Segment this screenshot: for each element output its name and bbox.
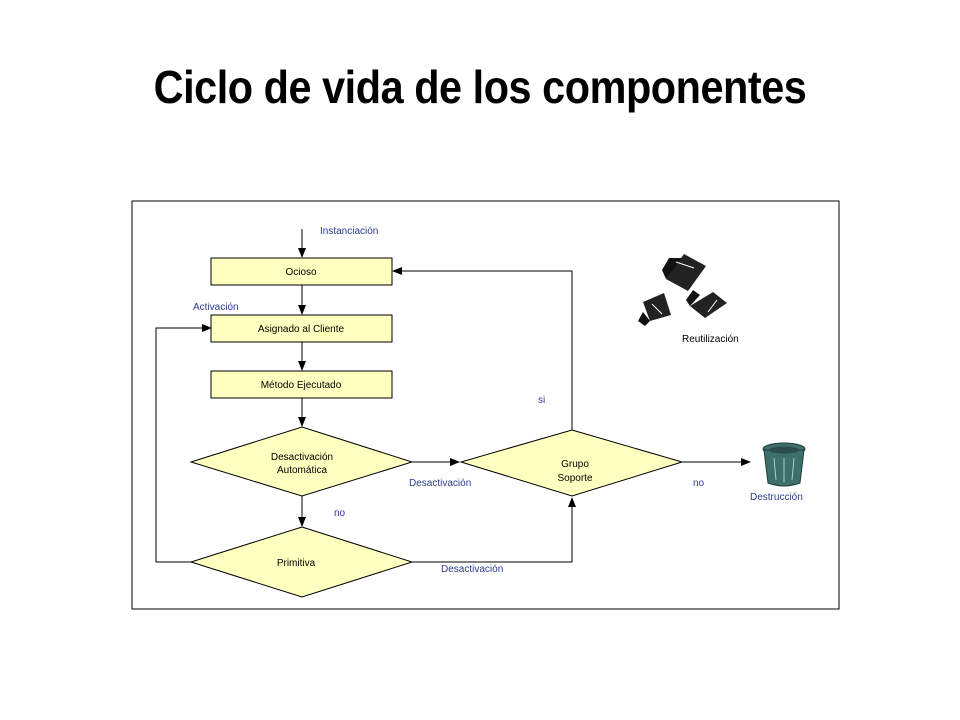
- node-ocioso: Ocioso: [210, 257, 393, 286]
- slide-title: Ciclo de vida de los componentes: [153, 61, 807, 113]
- node-grupo-label-2: Soporte: [557, 473, 592, 484]
- label-desactivacion-1: Desactivación: [409, 478, 471, 489]
- arrow-primitiva-to-asignado: [155, 324, 212, 563]
- node-primitiva: Primitiva: [189, 526, 414, 598]
- node-ocioso-label: Ocioso: [285, 267, 317, 278]
- label-destruccion: Destrucción: [750, 492, 803, 503]
- label-no-2: no: [693, 478, 705, 489]
- node-metodo-label: Método Ejecutado: [261, 380, 342, 391]
- recycle-icon: [638, 254, 727, 326]
- node-asignado: Asignado al Cliente: [210, 314, 393, 343]
- label-desactivacion-2: Desactivación: [441, 564, 503, 575]
- arrow-grupo-to-ocioso: [392, 267, 573, 430]
- node-primitiva-label: Primitiva: [277, 558, 316, 569]
- label-instanciacion: Instanciación: [320, 226, 378, 237]
- node-desactivacion-automatica: Desactivación Automática: [189, 426, 414, 497]
- label-si: si: [538, 395, 545, 406]
- trash-bin-icon: [762, 442, 806, 487]
- label-reutilizacion: Reutilización: [682, 334, 739, 345]
- node-grupo-soporte: Grupo Soporte: [459, 429, 684, 497]
- label-no-1: no: [334, 508, 346, 519]
- diagram-frame: [131, 200, 840, 610]
- node-asignado-label: Asignado al Cliente: [258, 324, 345, 335]
- arrow-primitiva-to-grupo: [412, 497, 576, 563]
- label-activacion: Activación: [193, 302, 239, 313]
- connectors: [155, 229, 751, 563]
- node-desactivacion-label-2: Automática: [277, 465, 327, 476]
- node-desactivacion-label-1: Desactivación: [271, 452, 333, 463]
- node-metodo: Método Ejecutado: [210, 370, 393, 399]
- node-grupo-label-1: Grupo: [561, 459, 589, 470]
